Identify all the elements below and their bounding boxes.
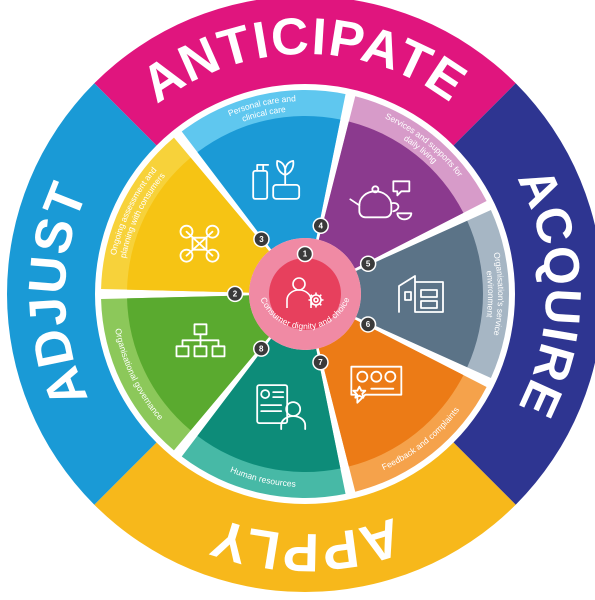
segment-number-badge: 3 [253,230,270,248]
outer-ring-apply [94,442,516,592]
segment-7 [181,338,346,498]
segment-inner-band [127,295,270,431]
segment-2 [101,137,270,293]
segments [101,90,509,498]
org-chart-icon [175,323,226,358]
segment-number-badge: 4 [312,217,329,235]
center-number-badge: 1 [296,245,314,263]
teapot-icon [349,180,413,221]
svg-text:5: 5 [366,259,371,268]
segment-label-line: Organisation's service [491,251,505,336]
segment-number-badge: 8 [253,340,270,357]
resume-person-icon [256,384,307,430]
building-icon [398,275,444,313]
center-inner-circle [269,258,341,330]
outer-ring-acquire [453,83,595,505]
segment-6 [318,319,487,492]
segment-inner-band [197,116,341,250]
segment-inner-band [127,157,270,293]
segment-8 [101,295,270,451]
svg-text:2: 2 [233,289,238,298]
person-gear-icon [286,277,324,308]
svg-text:8: 8 [259,344,264,353]
segment-number-badge: 5 [359,255,377,272]
segment-number-badge: 2 [226,285,244,303]
segment-inner-band [356,220,483,368]
segment-4 [318,96,487,269]
svg-text:6: 6 [366,320,371,329]
segment-number-badge: 7 [312,354,329,371]
svg-text:1: 1 [303,250,308,259]
outer-ring-anticipate [94,0,516,146]
people-network-icon [179,224,220,263]
segment-inner-band [318,121,464,269]
care-products-icon [252,160,301,200]
svg-text:7: 7 [318,358,323,367]
feedback-faces-icon [350,365,403,404]
center-hub [249,238,361,350]
outer-ring [6,0,595,592]
svg-text:4: 4 [318,221,323,230]
svg-text:3: 3 [259,235,264,244]
segment-3 [181,90,346,250]
outer-ring-adjust [6,83,157,505]
segment-inner-band [318,319,464,467]
segment-number-badge: 6 [359,316,377,333]
segment-label-line: environment [484,270,496,319]
segment-5 [356,210,509,378]
